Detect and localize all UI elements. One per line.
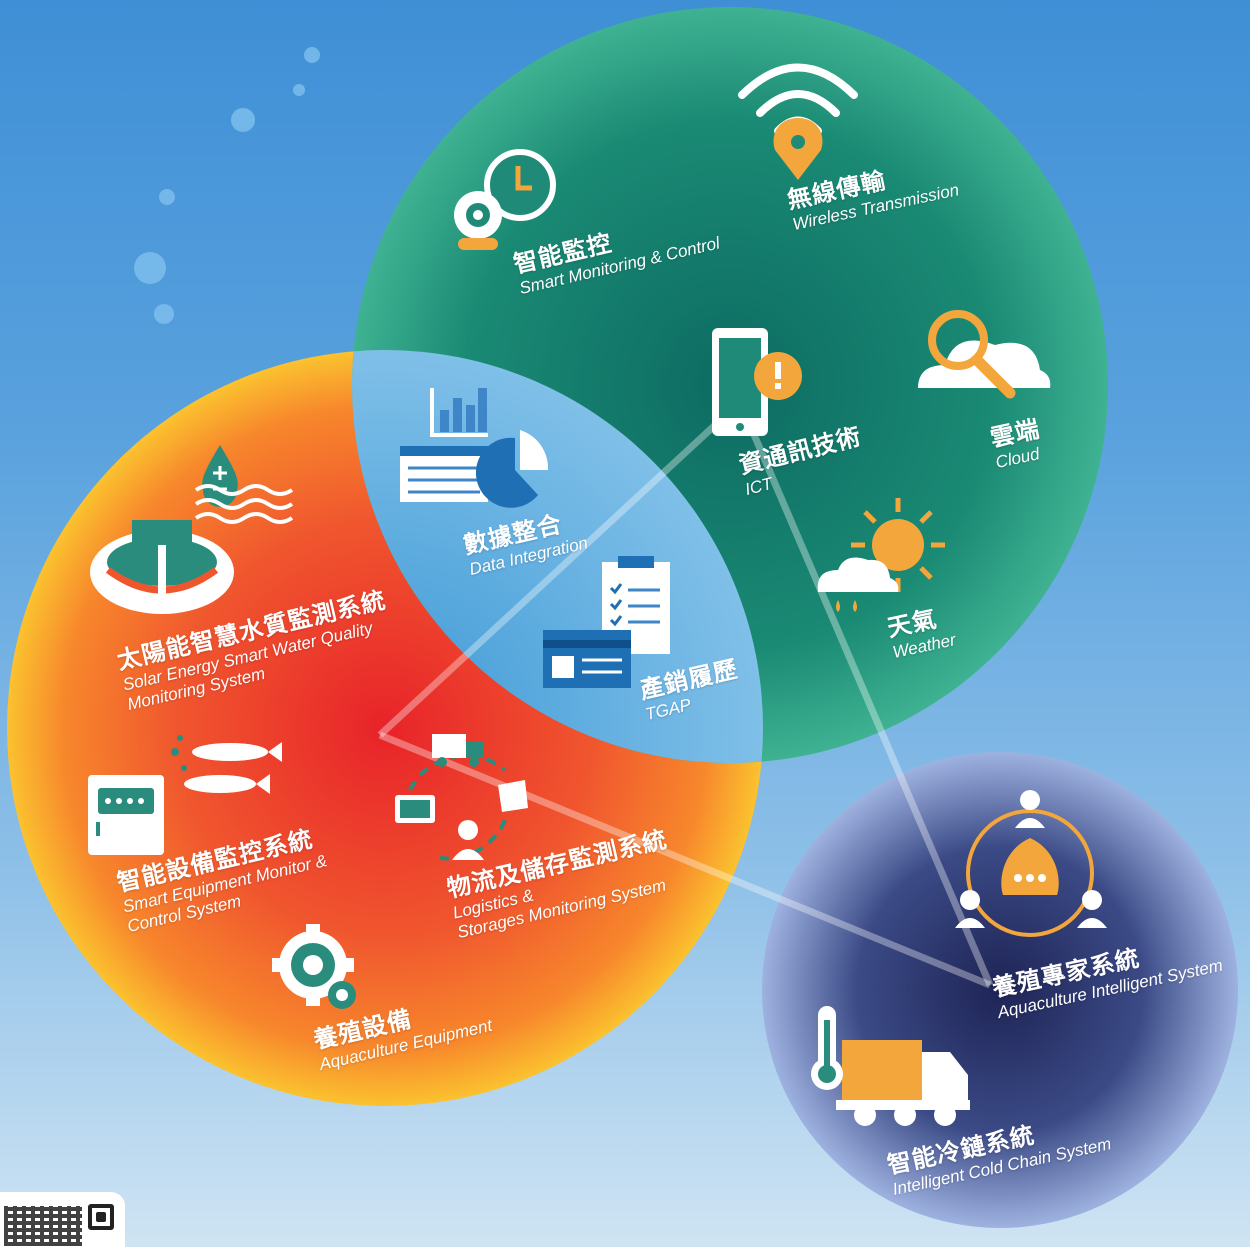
- cold-chain-truck-icon: [811, 1006, 970, 1126]
- gear-icon: [272, 924, 356, 1009]
- clock-icon: [484, 149, 556, 221]
- weather-sun-cloud-icon: [817, 498, 945, 612]
- background-bubbles: [134, 47, 320, 324]
- webcam-icon: [454, 191, 502, 250]
- solar-buoy-icon: [90, 520, 234, 614]
- clipboard-card-icon: [543, 556, 670, 688]
- cloud-search-icon: [918, 310, 1051, 399]
- location-pin-dot: [791, 135, 805, 149]
- smartphone-alert-icon: [712, 328, 802, 436]
- control-panel-icon: [88, 775, 164, 855]
- qr-code[interactable]: [0, 1192, 125, 1247]
- connector-lines: [377, 399, 994, 989]
- qr-code-modules: [4, 1206, 82, 1246]
- expert-network-icon: [955, 790, 1107, 937]
- fish-icon: [171, 735, 282, 794]
- logistics-cycle-icon: [395, 734, 528, 861]
- dashboard-chart-icon: [400, 388, 549, 508]
- water-drop-icon: [194, 445, 294, 524]
- qr-code-finder: [88, 1204, 114, 1230]
